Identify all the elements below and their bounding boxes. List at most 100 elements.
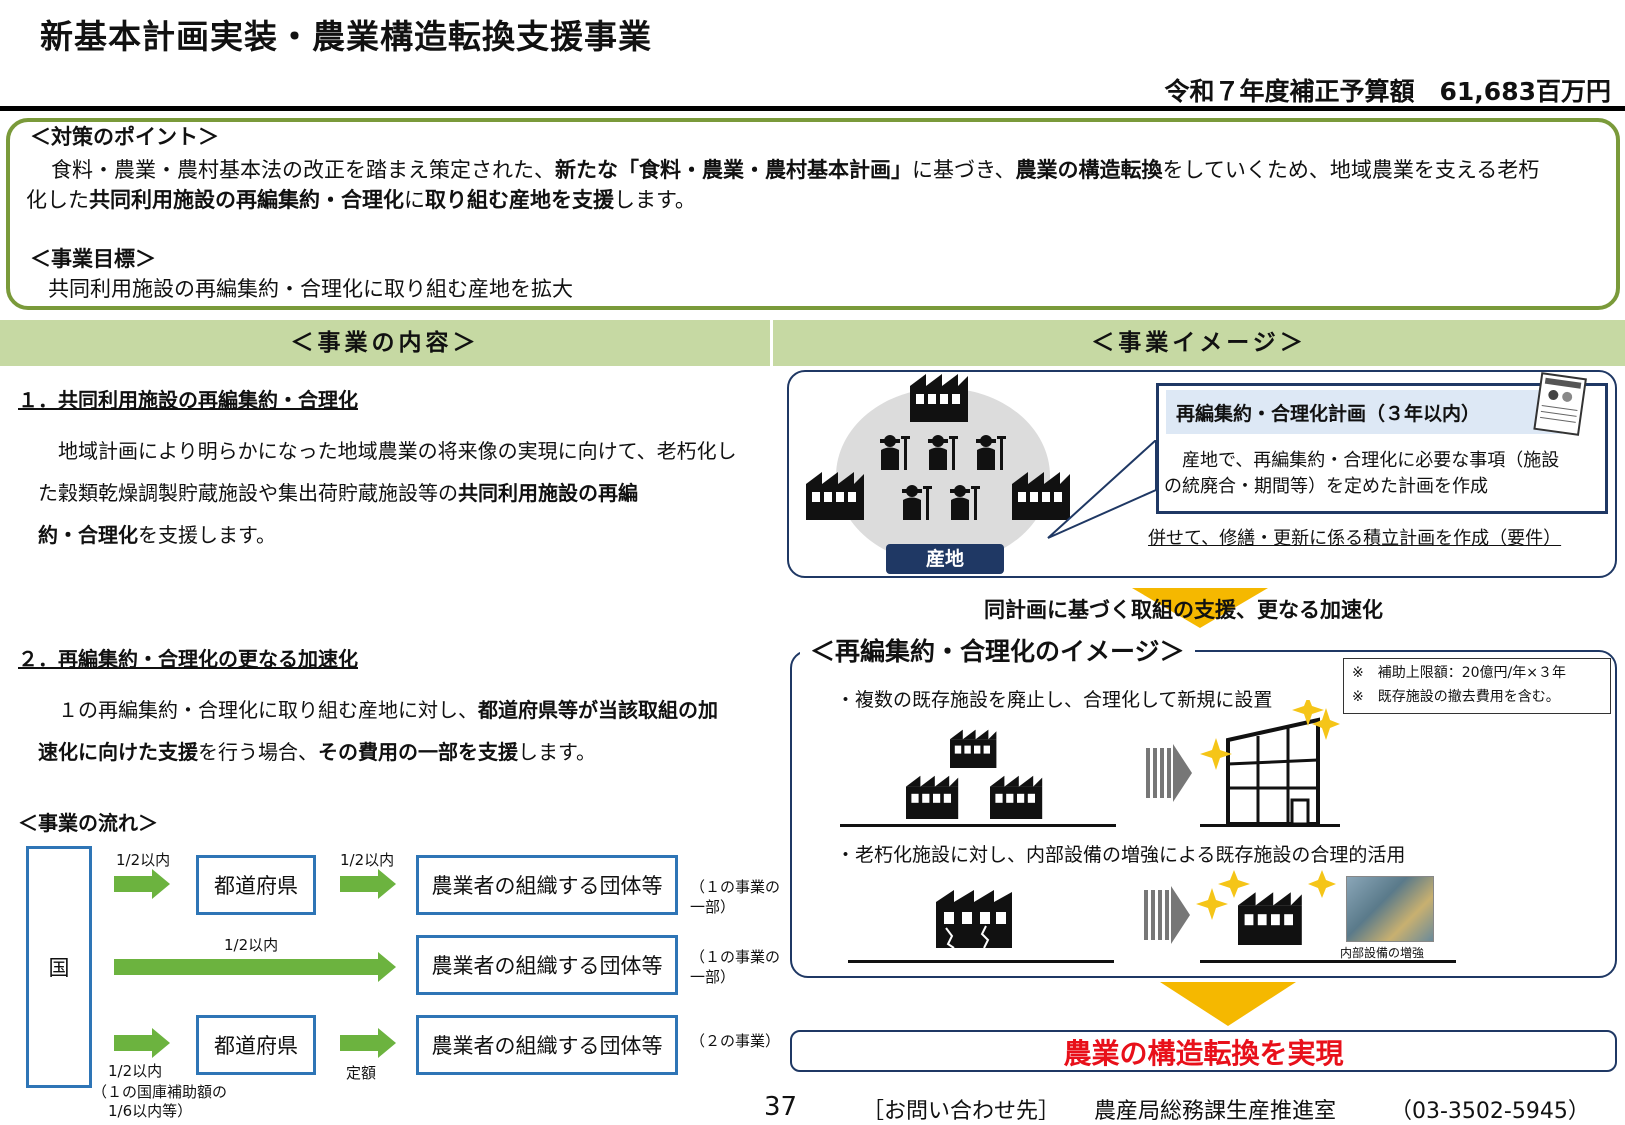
content-band-label: ＜事業の内容＞ <box>290 330 480 356</box>
section2-text: １の再編集約・合理化に取り組む産地に対し、 <box>38 698 478 722</box>
content-band: ＜事業の内容＞ <box>0 320 770 366</box>
section2-line: １の再編集約・合理化に取り組む産地に対し、都道府県等が当該取組の加 <box>38 689 758 731</box>
old-facility-icon <box>936 890 1012 949</box>
flow-kuni-box: 国 <box>26 846 92 1088</box>
plan-text-line: の統廃合・期間等）を定めた計画を作成 <box>1164 476 1488 497</box>
flow-arrow <box>114 952 396 982</box>
section1-line: た穀類乾燥調製貯蔵施設や集出荷貯蔵施設等の共同利用施設の再編 <box>38 472 758 514</box>
flow-org-box: 農業者の組織する団体等 <box>416 935 678 995</box>
section1-text: を支援します。 <box>138 523 276 547</box>
ground-line <box>1200 824 1340 827</box>
factory-icon <box>950 729 997 768</box>
section2-title: ２．再編集約・合理化の更なる加速化 <box>18 647 358 671</box>
section1-text: た穀類乾燥調製貯蔵施設や集出荷貯蔵施設等の <box>38 481 458 505</box>
flow-sub-note: （１の国庫補助額の <box>92 1083 228 1101</box>
bullet-reinforce: ・老朽化施設に対し、内部設備の増強による既存施設の合理的活用 <box>836 844 1406 866</box>
transform-arrow-icon <box>1144 886 1190 944</box>
equipment-label: 内部設備の増強 <box>1340 946 1425 960</box>
result-text: 農業の構造転換を実現 <box>1063 1037 1344 1070</box>
farmer-icon <box>902 485 932 520</box>
flow-note: （１の事業の 一部） <box>690 948 796 986</box>
flow-rate-label: 1/2以内 <box>340 851 395 869</box>
flow-org-box: 農業者の組織する団体等 <box>416 1015 678 1075</box>
farmer-icon <box>928 435 958 470</box>
flow-rate-label: 1/2以内 <box>224 936 279 954</box>
farmer-icon <box>976 435 1006 470</box>
new-facility-icon <box>1200 700 1340 826</box>
section2-emphasis: その費用の一部を支援 <box>318 740 518 764</box>
flow-sub-note: 1/6以内等） <box>108 1102 193 1120</box>
down-arrow-icon <box>1160 982 1296 1026</box>
points-line2: 化した共同利用施設の再編集約・合理化に取り組む産地を支援します。 <box>26 185 696 215</box>
section2-text: します。 <box>518 740 596 764</box>
farmer-icon <box>880 435 910 470</box>
points-text: します。 <box>614 188 696 212</box>
image-panel <box>790 650 1617 978</box>
flow-rate-label: 1/2以内 <box>116 851 171 869</box>
farmer-icon <box>950 485 980 520</box>
ground-line <box>840 824 1116 827</box>
header-divider <box>0 106 1625 111</box>
contact-phone: （03-3502-5945） <box>1390 1099 1590 1124</box>
page-number: 37 <box>764 1092 798 1122</box>
section2-line: 速化に向けた支援を行う場合、その費用の一部を支援します。 <box>38 731 758 773</box>
section1-emphasis: 共同利用施設の再編 <box>458 481 638 505</box>
ground-line <box>848 960 1114 963</box>
equipment-photo <box>1346 876 1434 942</box>
flow-note: （１の事業の 一部） <box>690 878 796 916</box>
section2-emphasis: 都道府県等が当該取組の加 <box>478 698 718 722</box>
transform-arrow-icon <box>1146 744 1192 802</box>
factory-icon <box>906 775 959 819</box>
flow-rate-label: 1/2以内 <box>108 1062 163 1080</box>
factory-icon <box>910 374 968 422</box>
flow-arrow <box>340 1028 396 1058</box>
flow-arrow <box>114 1028 170 1058</box>
down-arrow-icon <box>1132 588 1268 628</box>
factory-icon <box>806 472 864 520</box>
image-band: ＜事業イメージ＞ <box>773 320 1625 366</box>
subsidy-cap-line: ※ 既存施設の撤去費用を含む。 <box>1352 689 1560 705</box>
plan-text-line: 産地で、再編集約・合理化に必要な事項（施設 <box>1164 450 1560 471</box>
flow-heading: ＜事業の流れ＞ <box>18 811 158 835</box>
flow-arrow <box>340 869 396 899</box>
section2-text: を行う場合、 <box>198 740 318 764</box>
page-title: 新基本計画実装・農業構造転換支援事業 <box>40 17 652 56</box>
section1-line: 地域計画により明らかになった地域農業の将来像の実現に向けて、老朽化し <box>38 439 737 463</box>
contact-office: 農産局総務課生産推進室 <box>1094 1099 1337 1124</box>
callout-pointer <box>1047 440 1157 539</box>
bullet-consolidate: ・複数の既存施設を廃止し、合理化して新規に設置 <box>836 689 1273 711</box>
section1-emphasis: 約・合理化 <box>38 523 138 547</box>
plan-title-bg <box>1166 390 1562 434</box>
section2-emphasis: 速化に向けた支援 <box>38 740 198 764</box>
goal-heading: ＜事業目標＞ <box>30 247 156 271</box>
points-text: に基づき、 <box>912 158 1016 182</box>
ground-line <box>1200 960 1456 963</box>
section1-body: 地域計画により明らかになった地域農業の将来像の実現に向けて、老朽化し た穀類乾燥… <box>38 430 758 556</box>
flow-arrow <box>114 869 170 899</box>
plan-text: 産地で、再編集約・合理化に必要な事項（施設 の統廃合・期間等）を定めた計画を作成 <box>1164 448 1559 500</box>
subsidy-cap-line: ※ 補助上限額：20億円/年×３年 <box>1352 665 1566 681</box>
points-line1: 食料・農業・農村基本法の改正を踏まえ策定された、新たな「食料・農業・農村基本計画… <box>30 155 1539 185</box>
points-text: に <box>404 188 425 212</box>
plan-note: 併せて、修繕・更新に係る積立計画を作成（要件） <box>1148 528 1562 549</box>
section2-body: １の再編集約・合理化に取り組む産地に対し、都道府県等が当該取組の加 速化に向けた… <box>38 689 758 773</box>
points-text: 化した <box>26 188 89 212</box>
points-emphasis: 新たな「食料・農業・農村基本計画」 <box>555 158 912 182</box>
plan-title: 再編集約・合理化計画（３年以内） <box>1176 403 1481 425</box>
points-text: をしていくため、地域農業を支える老朽 <box>1162 158 1540 182</box>
reinforced-facility-icon <box>1196 870 1336 945</box>
document-icon <box>1533 372 1587 436</box>
subsidy-cap-box: ※ 補助上限額：20億円/年×３年 ※ 既存施設の撤去費用を含む。 <box>1343 658 1611 714</box>
flow-note: （２の事業） <box>690 1032 781 1050</box>
section1-line: 約・合理化を支援します。 <box>38 514 758 556</box>
budget-amount: 令和７年度補正予算額 61,683百万円 <box>1164 77 1611 106</box>
points-box <box>6 118 1620 310</box>
flow-pref-box: 都道府県 <box>196 855 316 915</box>
section1-title: １．共同利用施設の再編集約・合理化 <box>18 388 358 412</box>
result-box <box>790 1030 1617 1072</box>
factory-icon <box>990 775 1043 819</box>
image-heading: ＜再編集約・合理化のイメージ＞ <box>800 632 1195 668</box>
flow-pref-box: 都道府県 <box>196 1015 316 1075</box>
accel-text: 同計画に基づく取組の支援、更なる加速化 <box>984 598 1383 622</box>
contact-label: ［お問い合わせ先］ <box>862 1099 1061 1124</box>
